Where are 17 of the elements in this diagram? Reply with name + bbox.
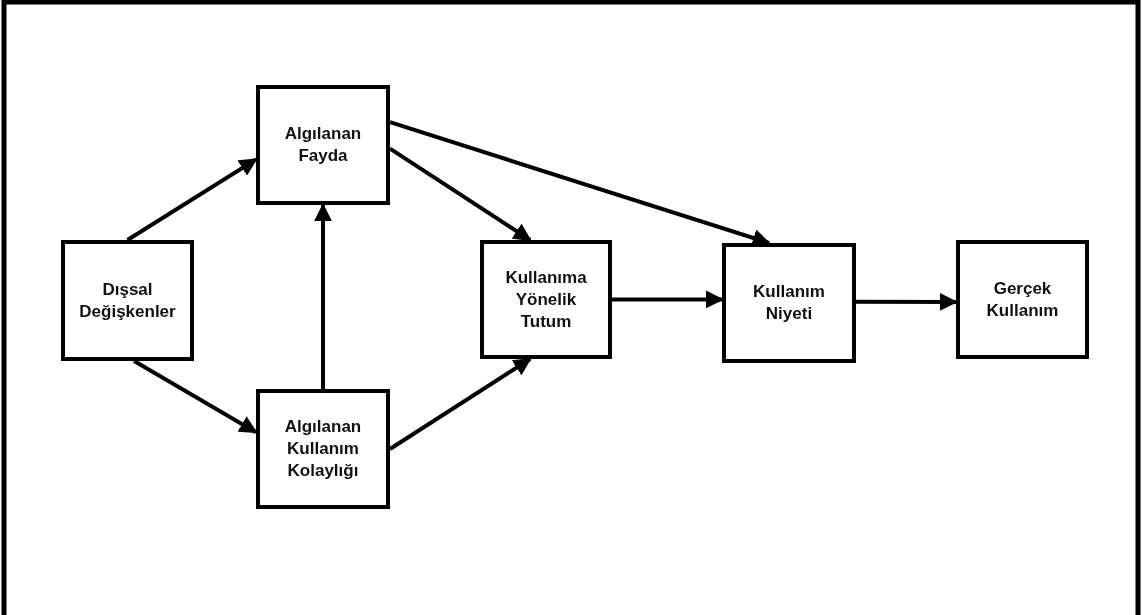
box-label: Gerçek Kullanım: [985, 277, 1060, 322]
box-label: Algılanan Fayda: [283, 123, 363, 167]
process-box: [956, 240, 1089, 359]
arrow: [133, 359, 258, 434]
process-box: [722, 243, 856, 363]
box-label: Dışsal Değişkenler: [78, 278, 177, 323]
arrow: [314, 203, 332, 389]
box-label: Algılanan Kullanım Kolaylığı: [283, 416, 363, 482]
arrow: [856, 292, 958, 311]
box-label: Kullanıma Yönelik Tutum: [504, 266, 588, 333]
process-box: [480, 240, 612, 359]
process-box: [256, 85, 390, 205]
arrow: [612, 290, 724, 309]
process-box: [61, 240, 194, 361]
arrow: [126, 157, 258, 242]
box-label: Kullanım Niyeti: [752, 281, 826, 325]
process-box: [256, 389, 390, 509]
